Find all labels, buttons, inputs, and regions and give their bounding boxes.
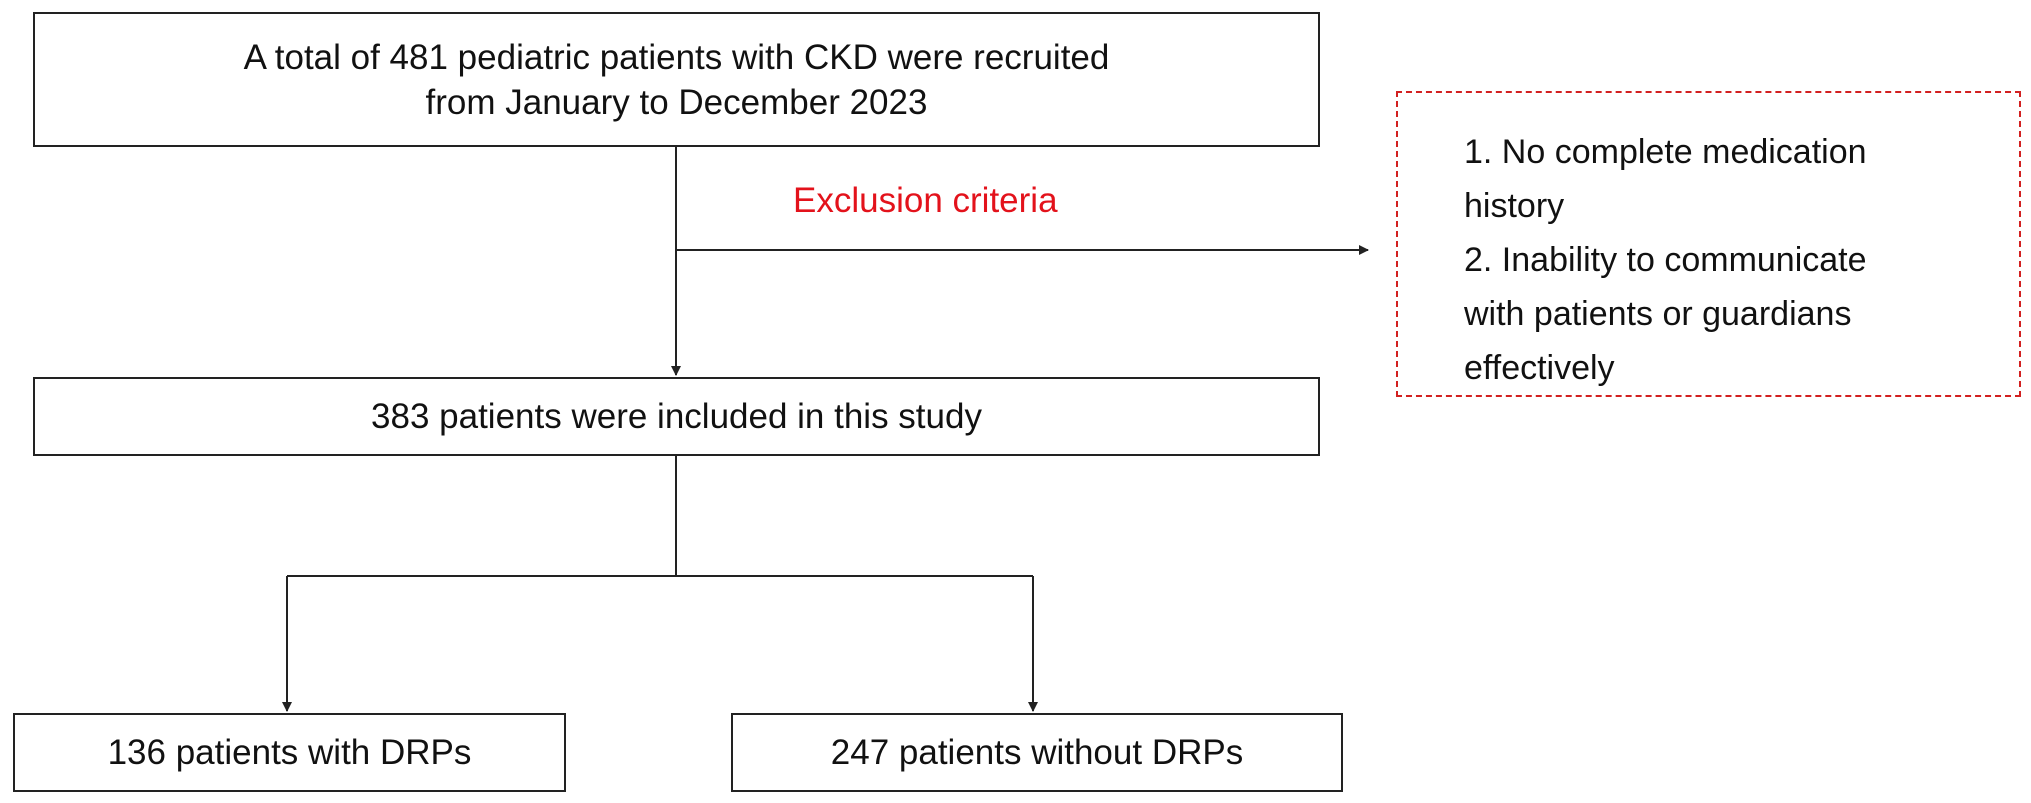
exclusion-item: 1. No complete medication xyxy=(1464,133,1867,171)
exclusion-item: with patients or guardians xyxy=(1464,295,1852,333)
exclusion-item: 2. Inability to communicate xyxy=(1464,241,1867,279)
exclusion-item: effectively xyxy=(1464,349,1615,387)
exclusion-criteria-label: Exclusion criteria xyxy=(793,181,1058,220)
recruited-box: A total of 481 pediatric patients with C… xyxy=(33,12,1320,147)
without-drps-box: 247 patients without DRPs xyxy=(731,713,1343,792)
with-drps-box: 136 patients with DRPs xyxy=(13,713,566,792)
with-drps-text: 136 patients with DRPs xyxy=(107,733,472,772)
without-drps-text: 247 patients without DRPs xyxy=(830,733,1244,772)
exclusion-criteria-box: 1. No complete medication history 2. Ina… xyxy=(1396,91,2021,397)
recruited-text-line1: A total of 481 pediatric patients with C… xyxy=(243,37,1110,77)
included-patients-text: 383 patients were included in this study xyxy=(371,397,982,436)
recruited-text-line2: from January to December 2023 xyxy=(425,82,928,122)
exclusion-item: history xyxy=(1464,187,1565,225)
included-patients-box: 383 patients were included in this study xyxy=(33,377,1320,456)
